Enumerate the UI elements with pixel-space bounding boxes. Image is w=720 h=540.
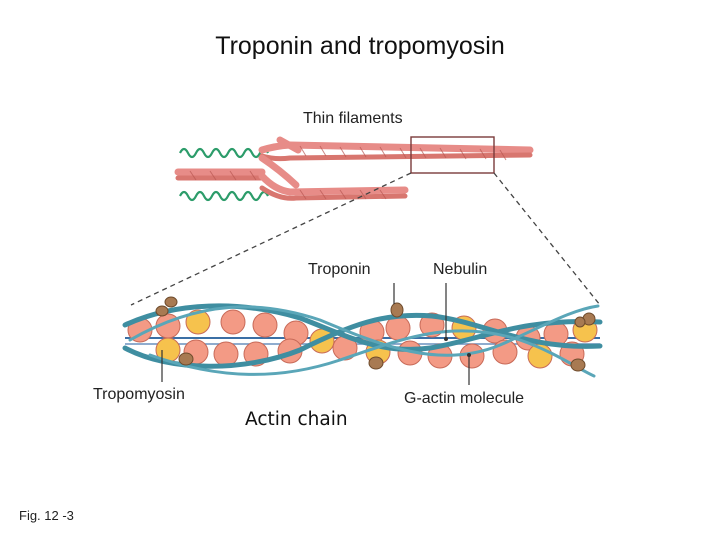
tropomyosin-strand [122,303,603,352]
tropomyosin-strand [122,312,603,369]
g-actin-row-top [127,309,598,354]
zoom-line-left [130,172,412,306]
label-actin-chain: Actin chain [245,409,348,430]
thin-filament-branch [258,154,300,189]
label-g-actin-molecule: G-actin molecule [404,390,525,407]
label-troponin: Troponin [308,261,371,278]
label-tropomyosin: Tropomyosin [93,386,185,403]
actin-chain-illustration [122,283,603,385]
label-nebulin: Nebulin [433,261,488,278]
figure-label: Fig. 12 -3 [19,508,74,523]
thin-filament-strand [259,152,533,162]
tropomyosin-strand [148,329,596,378]
zoom-callout-box [410,136,495,174]
thin-filaments-illustration [174,136,534,202]
thin-filament-strand [258,172,409,196]
myosin-coil-top [179,147,269,159]
slide-title: Troponin and tropomyosin [215,32,505,60]
thin-filament-branch [276,136,302,154]
troponin-complexes [155,296,596,372]
zoom-line-right [493,172,601,306]
thin-filament-strand [259,185,408,201]
label-thin-filaments: Thin filaments [303,110,403,127]
myosin-coil-bottom [179,190,269,202]
